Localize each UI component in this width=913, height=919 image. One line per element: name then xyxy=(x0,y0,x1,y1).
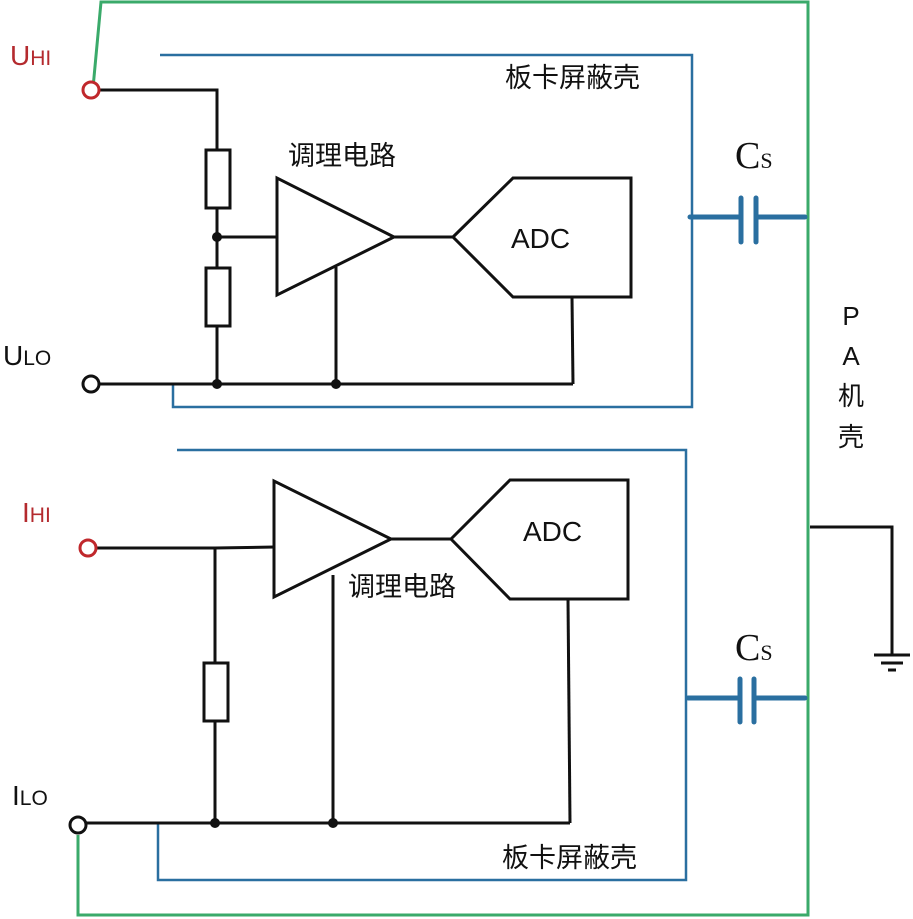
chassis-label-char: 壳 xyxy=(838,423,864,453)
current-channel xyxy=(86,478,630,828)
chassis-label-char: 机 xyxy=(838,382,864,412)
junction-dot xyxy=(210,818,220,828)
pa-chassis-outline xyxy=(76,0,810,917)
adc-block xyxy=(448,478,630,601)
voltage-shield-label: 板卡屏蔽壳 xyxy=(505,63,640,94)
voltage-board-shield xyxy=(160,53,694,409)
stray-capacitor-cs-bottom xyxy=(685,676,808,725)
ulo-terminal xyxy=(81,374,101,394)
pa-chassis-label: P A 机 壳 xyxy=(838,301,864,453)
uhi-label: UHI xyxy=(10,40,51,71)
cs-top-label: CS xyxy=(735,135,773,177)
resistor-r2 xyxy=(204,266,232,328)
junction-dot xyxy=(328,818,338,828)
current-shield-label: 板卡屏蔽壳 xyxy=(502,843,637,874)
ilo-terminal xyxy=(68,815,88,835)
uhi-terminal xyxy=(81,80,101,100)
adc-block xyxy=(450,176,633,299)
amplifier-triangle xyxy=(272,478,395,600)
current-adc-label: ADC xyxy=(523,516,582,547)
ilo-label: ILO xyxy=(12,780,48,811)
chassis-label-char: P xyxy=(842,301,859,331)
voltage-channel xyxy=(100,88,633,389)
ihi-label: IHI xyxy=(22,497,51,528)
resistor-shunt xyxy=(202,661,230,723)
current-conditioning-label: 调理电路 xyxy=(348,572,456,603)
resistor-r1 xyxy=(204,148,232,210)
ihi-wire xyxy=(97,545,276,550)
junction-dot xyxy=(212,379,222,389)
amplifier-triangle xyxy=(275,175,398,298)
voltage-conditioning-label: 调理电路 xyxy=(288,141,396,172)
cs-bottom-label: CS xyxy=(735,627,773,669)
voltage-adc-label: ADC xyxy=(511,223,570,254)
ihi-terminal xyxy=(78,538,98,558)
current-board-shield xyxy=(156,448,688,882)
ground-connection xyxy=(810,525,910,672)
junction-dot xyxy=(331,379,341,389)
chassis-label-char: A xyxy=(842,341,860,371)
uhi-wire xyxy=(100,88,219,150)
stray-capacitor-cs-top xyxy=(687,195,808,245)
ulo-label: ULO xyxy=(3,340,51,371)
junction-dot xyxy=(212,232,222,242)
